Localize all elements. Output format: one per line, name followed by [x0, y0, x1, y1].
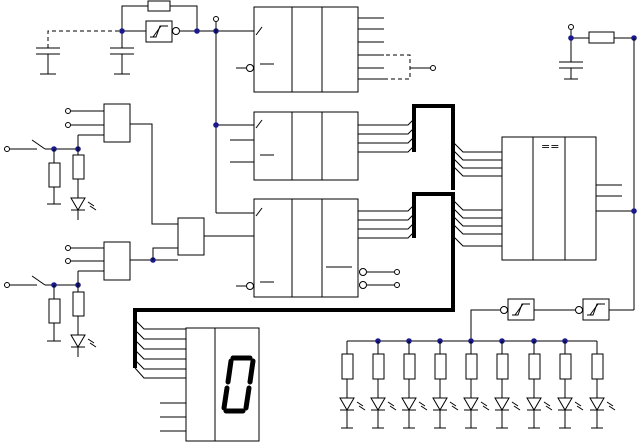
- seven-segment-display: 0: [134, 319, 260, 442]
- gate-ic-3: [177, 217, 254, 256]
- capacitor-c1: [36, 30, 122, 75]
- led-2: [70, 334, 97, 348]
- input-switch-section-1: [4, 103, 178, 225]
- input-switch-section-2: [4, 241, 178, 357]
- rc-network-right: [559, 24, 637, 310]
- gate-ic-1: [103, 103, 131, 143]
- schmitt-inverter-2: [575, 298, 610, 321]
- led-channel-3: [401, 341, 428, 429]
- led-channel-1: [339, 341, 366, 429]
- capacitor-c2: [110, 31, 134, 75]
- feedback-resistor: [147, 0, 171, 12]
- display-digit-glyph: [221, 355, 256, 414]
- resistor-pulldown-1: [48, 162, 61, 188]
- led-1: [70, 197, 97, 211]
- counter-ic-1: [236, 6, 436, 93]
- led-channel-6: [494, 341, 521, 429]
- resistor-led-1: [72, 154, 85, 180]
- data-bus-2: [133, 192, 455, 368]
- led-bar-section: [339, 298, 634, 429]
- comparator-label: ==: [541, 140, 559, 153]
- schmitt-inverter-1: [145, 20, 180, 43]
- led-channel-5: [463, 341, 490, 429]
- led-channel-9: [589, 341, 616, 429]
- led-channel-2: [370, 341, 397, 429]
- comparator-ic: ==: [452, 136, 634, 261]
- gate-ic-2: [103, 241, 131, 281]
- data-bus-1: [412, 104, 455, 190]
- resistor-r-top-right: [588, 31, 615, 44]
- resistor-pulldown-2: [48, 298, 61, 324]
- resistor-led-2: [72, 291, 85, 317]
- schmitt-inverter-3: [500, 298, 535, 321]
- counter-ic-2: [230, 111, 415, 181]
- led-channel-7: [526, 341, 553, 429]
- counter-ic-3: [236, 198, 415, 298]
- oscillator-section: [36, 0, 254, 214]
- led-channel-8: [557, 341, 584, 429]
- led-channel-4: [432, 341, 459, 429]
